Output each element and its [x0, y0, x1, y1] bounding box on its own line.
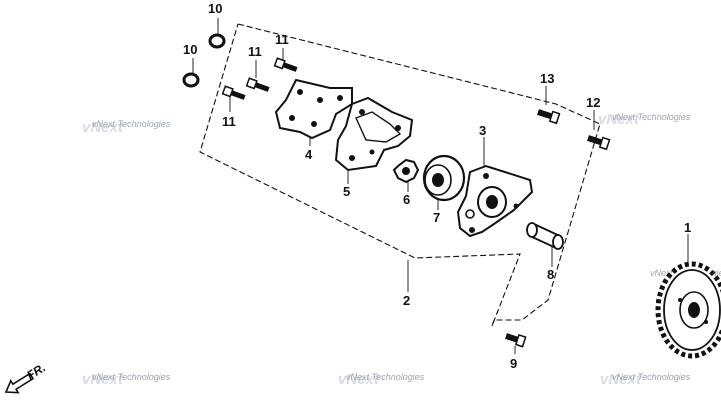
callout-5: 5: [343, 184, 350, 199]
callout-9: 9: [510, 356, 517, 371]
watermark-text: vNext Technologies: [612, 372, 691, 382]
callout-8: 8: [547, 267, 554, 282]
callout-12: 12: [586, 95, 600, 110]
arrow-icon: [4, 372, 35, 394]
callout-6: 6: [403, 192, 410, 207]
callout-13: 13: [540, 71, 554, 86]
watermark-text: vNext Technologies: [612, 112, 691, 122]
callout-3: 3: [479, 123, 486, 138]
callout-11-upper: 11: [275, 32, 289, 47]
outer-rotor-7: [422, 154, 466, 202]
screw-11-upper: [273, 57, 298, 72]
cover-plate-5: [334, 96, 414, 172]
callout-7: 7: [433, 210, 440, 225]
front-direction-indicator: FR.: [4, 360, 48, 394]
collar-8: [526, 222, 564, 250]
watermark-logo: vNext: [598, 111, 640, 128]
watermark-logo: vNext: [82, 119, 124, 136]
assembly-outline: [199, 23, 601, 327]
leader-lines: [192, 18, 689, 354]
callout-10-lower: 10: [183, 42, 197, 57]
callout-2: 2: [403, 293, 410, 308]
callout-10-upper: 10: [208, 1, 222, 16]
o-ring-10-lower: [182, 72, 200, 88]
bolt-13: [537, 109, 561, 125]
gasket-4: [274, 78, 353, 140]
callout-4: 4: [305, 147, 313, 162]
pump-body-3: [456, 164, 534, 238]
inner-rotor-6: [392, 158, 420, 184]
watermark-logo: vNext: [82, 371, 124, 388]
screw-11-middle: [245, 77, 270, 92]
o-ring-10-upper: [208, 33, 226, 49]
watermark-text: vNext Technologies: [346, 372, 425, 382]
watermark-logo: vNext: [338, 371, 380, 388]
sprocket-1: [655, 261, 721, 359]
callout-11-middle: 11: [248, 44, 262, 59]
watermark-layer: vNext vNext Technologies vNext vNext Tec…: [82, 111, 721, 388]
watermark-logo: vNext: [600, 371, 642, 388]
watermark-text: vNext Technologies: [92, 119, 171, 129]
bolt-12: [587, 135, 611, 151]
screw-11-left: [221, 85, 246, 100]
callout-1: 1: [684, 220, 691, 235]
callout-11-left: 11: [222, 114, 236, 129]
watermark-text: vNext Technologies: [92, 372, 171, 382]
bolt-9: [505, 333, 527, 348]
callouts: 1 2 3 4 5 6 7 8 9 10 10 11 11 11 12 13: [183, 1, 691, 371]
